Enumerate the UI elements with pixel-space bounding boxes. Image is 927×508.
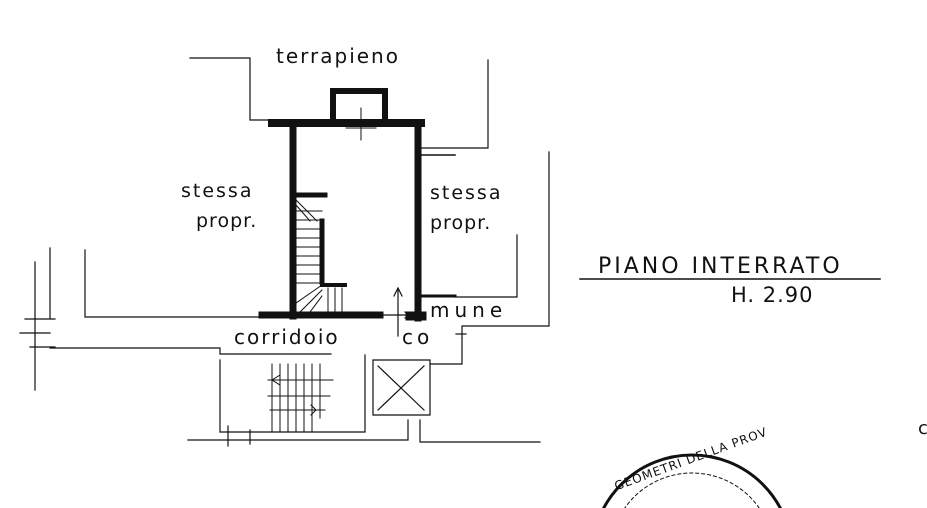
label-left-propr: propr.	[196, 210, 258, 232]
label-right-propr: propr.	[430, 212, 492, 234]
label-left-stessa: stessa	[181, 180, 254, 202]
niche	[330, 88, 388, 123]
label-co: co	[402, 325, 434, 349]
label-terrapieno: terrapieno	[276, 44, 400, 68]
label-right-stessa: stessa	[430, 182, 503, 204]
edge-mark: c	[918, 418, 927, 439]
plan-title: PIANO INTERRATO	[598, 254, 843, 279]
label-corridoio: corridoio	[234, 325, 340, 349]
label-mune: mune	[430, 298, 508, 322]
plan-height: H. 2.90	[731, 283, 814, 307]
official-stamp	[602, 453, 782, 508]
